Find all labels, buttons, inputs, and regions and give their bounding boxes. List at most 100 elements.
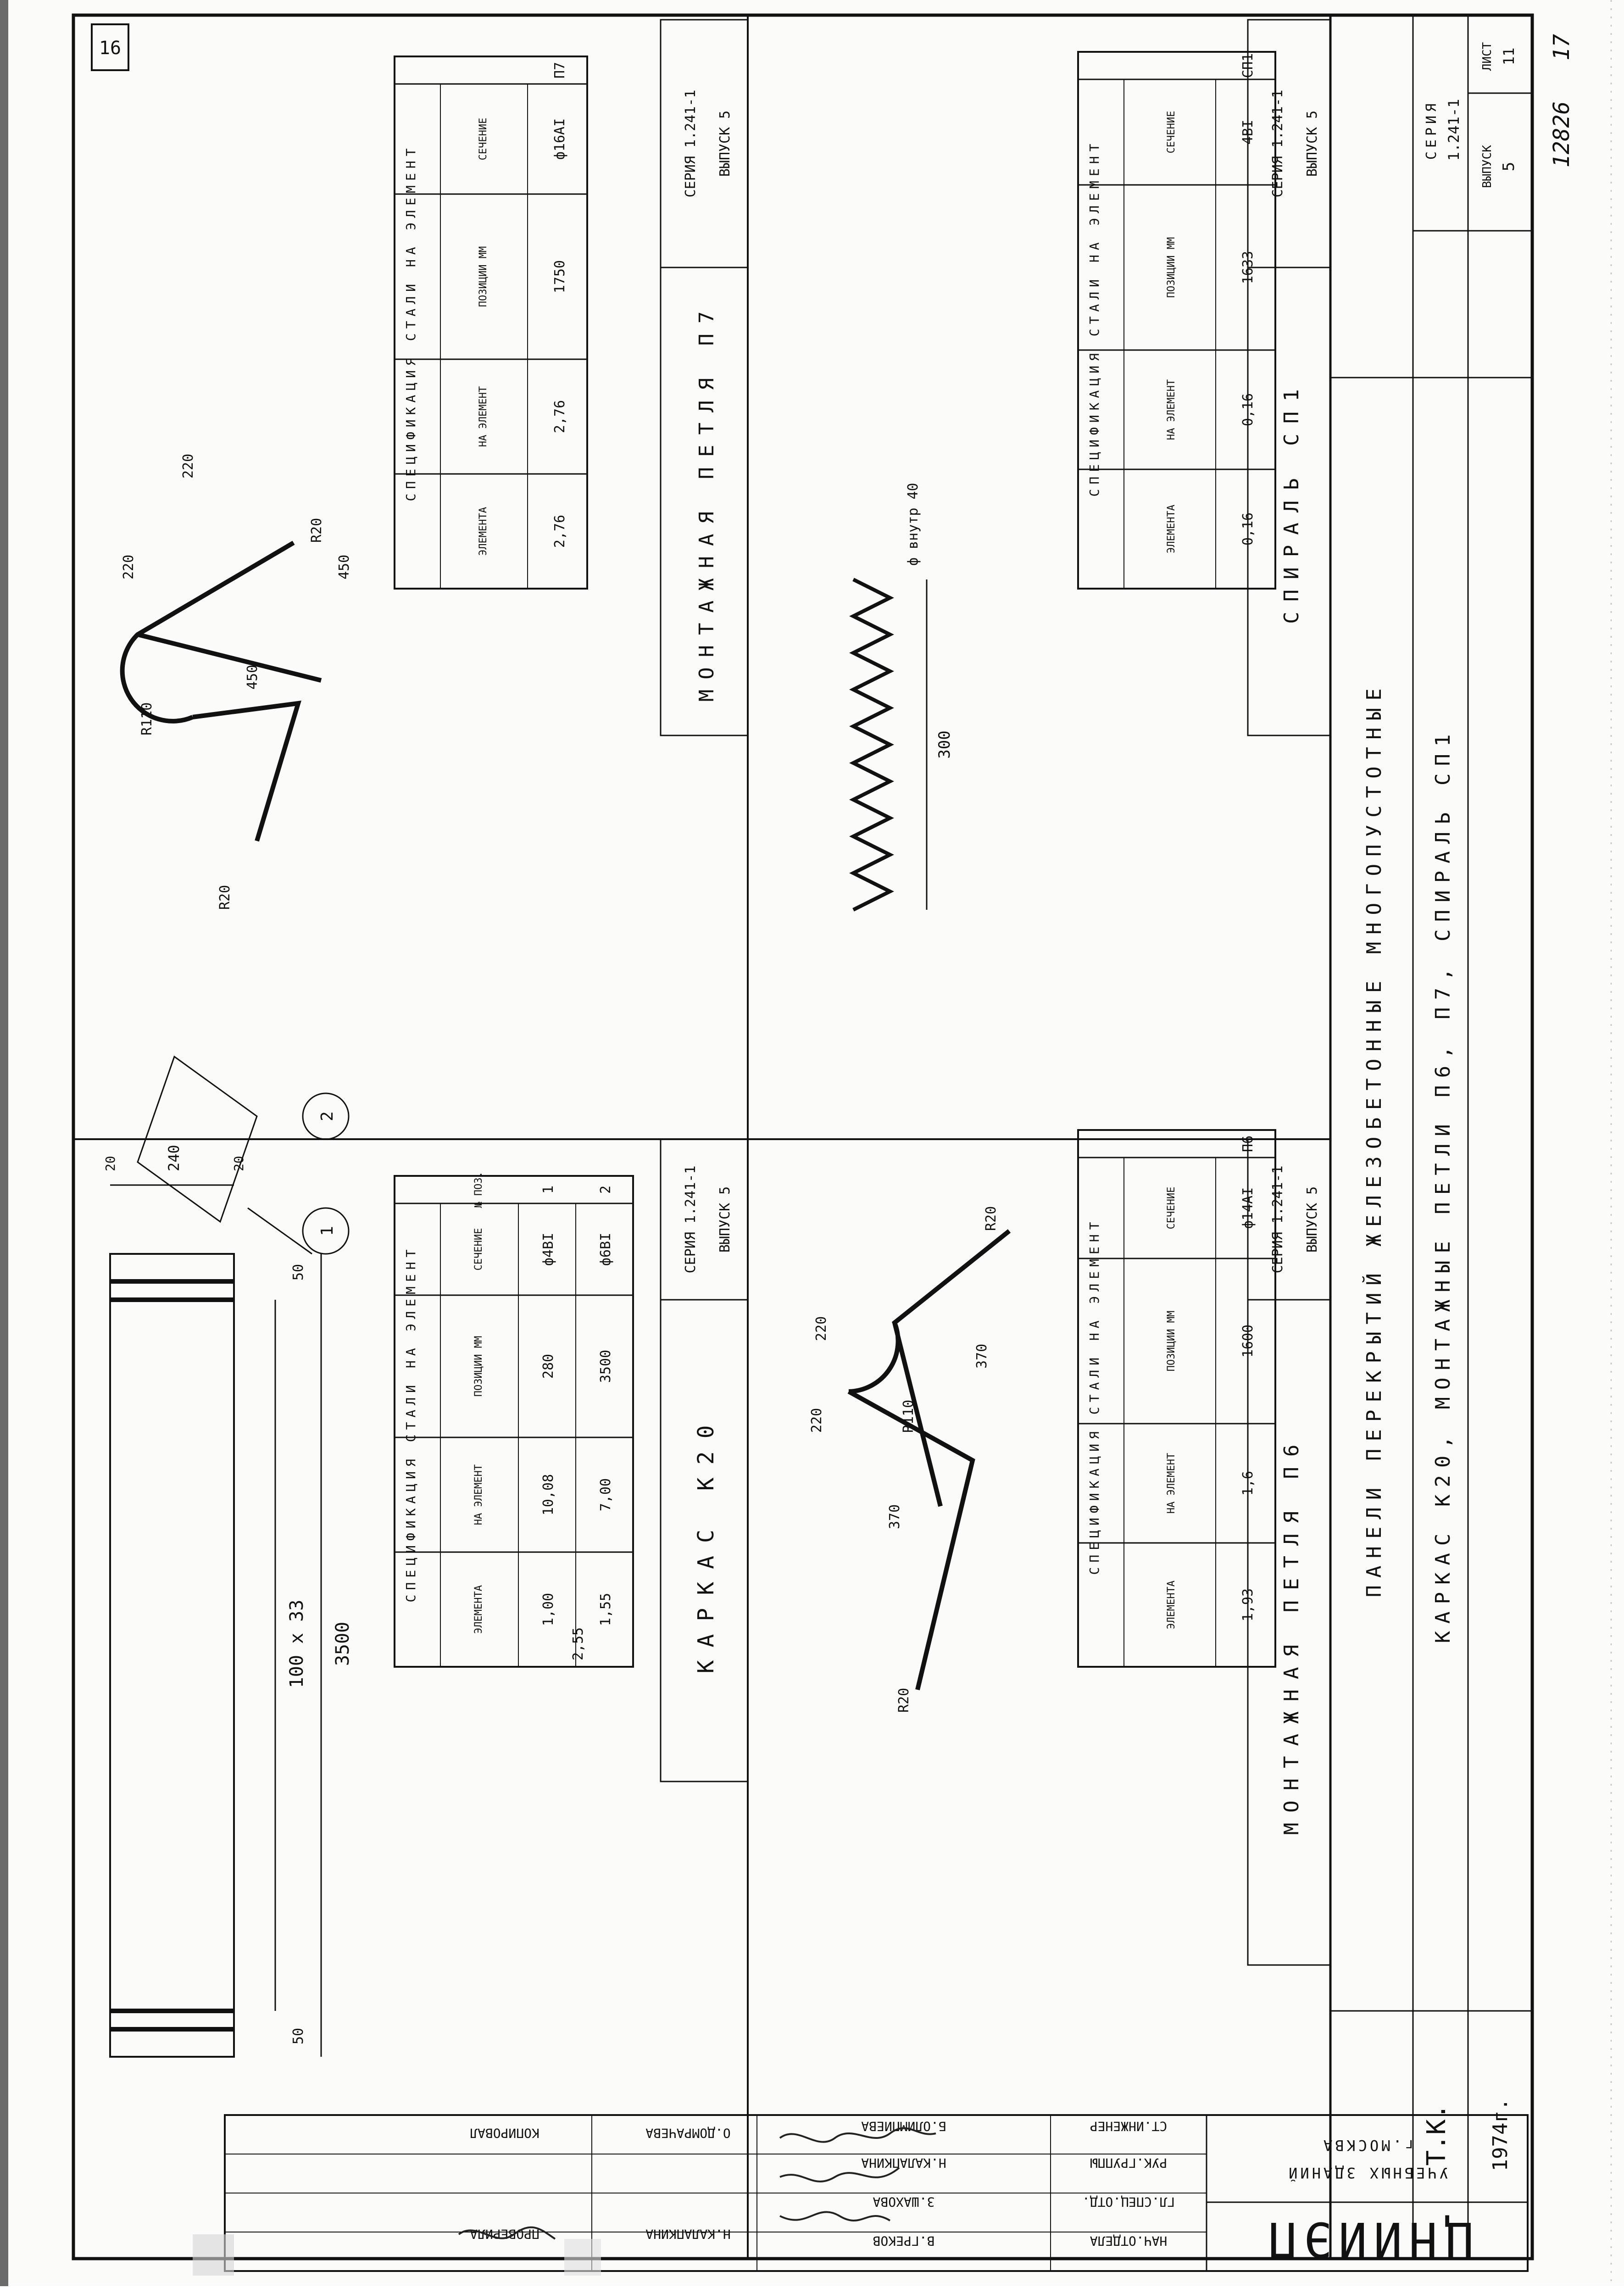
k20-label1: 1 bbox=[318, 1226, 337, 1236]
k20-spec-table: СПЕЦИФИКАЦИЯ СТАЛИ НА ЭЛЕМЕНТ СЕЧЕНИЕ ПО… bbox=[394, 1171, 634, 1668]
rotated-drawing: 16 ПАНЕЛИ ПЕРЕКРЫТИЙ ЖЕЛЕЗОБЕТОННЫЕ МНОГ… bbox=[72, 13, 1574, 2260]
sp1-h-length: ПОЗИЦИИ ММ bbox=[1166, 237, 1177, 298]
k20-r2-w: 1,55 bbox=[598, 1593, 614, 1626]
appr-right-name-0: Н.КАЛАПКИНА bbox=[645, 2227, 731, 2242]
p7-r-len: 1750 bbox=[552, 260, 568, 293]
page-number: 16 bbox=[99, 38, 121, 59]
p7-a: 220 bbox=[121, 555, 137, 579]
sp1-series: СЕРИЯ 1.241-1 bbox=[1270, 90, 1286, 198]
p7-leg2: 450 bbox=[336, 555, 352, 579]
page-number-box bbox=[91, 23, 129, 71]
sp1-dim-length: 300 bbox=[935, 730, 954, 758]
sp1-spec-title: СПЕЦИФИКАЦИЯ СТАЛИ НА ЭЛЕМЕНТ bbox=[1087, 139, 1102, 497]
k20-h-total: ЭЛЕМЕНТА bbox=[473, 1585, 484, 1634]
p6-h-section: СЕЧЕНИЕ bbox=[1166, 1187, 1177, 1230]
p6-leg2: 370 bbox=[974, 1344, 990, 1369]
p7-r-w: 2,76 bbox=[552, 400, 568, 433]
outer-frame bbox=[72, 13, 1534, 2260]
p6-block: R110 R20 220 220 370 370 R20 СПЕЦИФИКАЦИ… bbox=[809, 1129, 1331, 1966]
sp1-name: СПИРАЛЬ СП1 bbox=[1280, 379, 1303, 623]
p6-b: 220 bbox=[813, 1316, 829, 1341]
tb-issue-label: ВЫПУСК bbox=[1480, 145, 1494, 188]
k20-r1-pos: 1 bbox=[540, 1186, 556, 1194]
k20-dim-total: 3500 bbox=[332, 1622, 353, 1666]
p6-name: МОНТАЖНАЯ ПЕТЛЯ П6 bbox=[1280, 1435, 1303, 1835]
appr-role-2: РУК.ГРУППЫ bbox=[1090, 2155, 1168, 2171]
p7-r2: R20 bbox=[309, 518, 325, 543]
k20-series: СЕРИЯ 1.241-1 bbox=[683, 1166, 699, 1274]
p7-h-weight: НА ЭЛЕМЕНТ bbox=[478, 386, 489, 447]
k20-label2: 2 bbox=[318, 1111, 337, 1121]
p6-r3: R20 bbox=[896, 1688, 912, 1713]
year-label: 1974г. bbox=[1489, 2099, 1512, 2171]
org-name-1: УЧЕБНЫХ ЗДАНИЙ bbox=[1286, 2164, 1448, 2182]
appr-right-role-1: КОПИРОВАЛ bbox=[470, 2126, 539, 2141]
p7-spec-title: СПЕЦИФИКАЦИЯ СТАЛИ НА ЭЛЕМЕНТ bbox=[403, 144, 418, 501]
tb-series-value: 1.241-1 bbox=[1445, 99, 1463, 161]
stamp-number: 12826 bbox=[1549, 101, 1574, 168]
k20-r2-section: ф6ВI bbox=[598, 1233, 614, 1266]
k20-h-section: СЕЧЕНИЕ bbox=[473, 1228, 484, 1271]
k20-spec-title: СПЕЦИФИКАЦИЯ СТАЛИ НА ЭЛЕМЕНТ bbox=[403, 1245, 418, 1603]
k20-r1-section: ф4ВI bbox=[540, 1233, 556, 1266]
k20-h-pos: № ПОЗ. bbox=[473, 1171, 484, 1208]
p7-r1: R110 bbox=[139, 702, 155, 735]
p6-h-total: ЭЛЕМЕНТА bbox=[1166, 1581, 1177, 1629]
p6-issue: ВЫПУСК 5 bbox=[1304, 1186, 1320, 1253]
k20-dim-end1: 50 bbox=[290, 2028, 306, 2044]
appr-name-0: В.ГРЕКОВ bbox=[873, 2233, 935, 2249]
k20-dim-pitch: 100 x 33 bbox=[286, 1600, 307, 1688]
signature-4 bbox=[458, 2226, 556, 2240]
k20-r1-w: 1,00 bbox=[540, 1593, 556, 1626]
k20-r2-lenm: 7,00 bbox=[598, 1478, 614, 1511]
appr-name-2: Н.КАЛАПКИНА bbox=[861, 2155, 946, 2171]
p7-b: 220 bbox=[180, 454, 196, 479]
appr-right-role-0: ПРОВЕРИЛА bbox=[470, 2227, 539, 2242]
p7-h-section: СЕЧЕНИЕ bbox=[478, 118, 489, 161]
p7-r-total: 2,76 bbox=[552, 515, 568, 548]
signature-1 bbox=[779, 2127, 936, 2143]
tb-issue-value: 5 bbox=[1500, 162, 1518, 171]
k20-h-length: ПОЗИЦИИ ММ bbox=[473, 1336, 484, 1397]
p7-series: СЕРИЯ 1.241-1 bbox=[683, 90, 699, 198]
appr-name-3: Б.ОЛИМПИЕВА bbox=[861, 2119, 946, 2134]
appr-role-0: НАЧ.ОТДЕЛА bbox=[1090, 2233, 1168, 2249]
org-name-2: г.МОСКВА bbox=[1321, 2137, 1413, 2154]
p7-r3: R20 bbox=[217, 885, 233, 910]
stamp-sheet: 17 bbox=[1549, 34, 1574, 61]
k20-dim-width: 240 bbox=[165, 1145, 183, 1171]
org-logo: ЦНИИЭП bbox=[1262, 2211, 1473, 2267]
p6-series: СЕРИЯ 1.241-1 bbox=[1270, 1166, 1286, 1274]
p6-a: 220 bbox=[809, 1408, 825, 1433]
k20-r2-len: 3500 bbox=[598, 1350, 614, 1383]
p6-r2: R20 bbox=[983, 1206, 999, 1231]
p6-h-weight: НА ЭЛЕМЕНТ bbox=[1166, 1453, 1177, 1514]
k20-block: 3500 100 x 33 50 50 240 20 20 1 2 bbox=[103, 1055, 749, 2058]
sp1-dim-dia: ф внутр 40 bbox=[905, 483, 921, 566]
p7-leg1: 450 bbox=[245, 665, 261, 690]
sp1-h-total: ЭЛЕМЕНТА bbox=[1166, 505, 1177, 553]
k20-dim-edge1: 20 bbox=[103, 1156, 118, 1171]
p7-issue: ВЫПУСК 5 bbox=[717, 111, 733, 177]
title-line2: КАРКАС К20, МОНТАЖНЫЕ ПЕТЛИ П6, П7, СПИР… bbox=[1431, 727, 1455, 1643]
p6-spec-title: СПЕЦИФИКАЦИЯ СТАЛИ НА ЭЛЕМЕНТ bbox=[1087, 1218, 1102, 1575]
sp1-spec-table: СПЕЦИФИКАЦИЯ СТАЛИ НА ЭЛЕМЕНТ СЕЧЕНИЕ ПО… bbox=[1077, 51, 1276, 590]
tk-label: Т.К. bbox=[1422, 2104, 1452, 2166]
p6-r1: R110 bbox=[901, 1400, 917, 1433]
p7-r-pos: П7 bbox=[552, 62, 568, 78]
p7-r-section: ф16АI bbox=[552, 118, 568, 160]
k20-dim-end2: 50 bbox=[290, 1264, 306, 1280]
sp1-h-section: СЕЧЕНИЕ bbox=[1166, 111, 1177, 154]
k20-r1-len: 280 bbox=[540, 1354, 556, 1379]
approvals-block: НАЧ.ОТДЕЛА ГЛ.СПЕЦ.ОТД. РУК.ГРУППЫ СТ.ИН… bbox=[224, 2114, 1529, 2272]
k20-name: КАРКАС К20 bbox=[693, 1413, 719, 1674]
signature-3 bbox=[779, 2211, 891, 2221]
k20-issue: ВЫПУСК 5 bbox=[717, 1186, 733, 1253]
k20-r1-lenm: 10,08 bbox=[540, 1474, 556, 1515]
p7-h-length: ПОЗИЦИИ ММ bbox=[478, 246, 489, 307]
title-line1: ПАНЕЛИ ПЕРЕКРЫТИЙ ЖЕЛЕЗОБЕТОННЫЕ МНОГОПУ… bbox=[1362, 681, 1386, 1597]
k20-r2-pos: 2 bbox=[598, 1186, 614, 1194]
sp1-issue: ВЫПУСК 5 bbox=[1304, 111, 1320, 177]
